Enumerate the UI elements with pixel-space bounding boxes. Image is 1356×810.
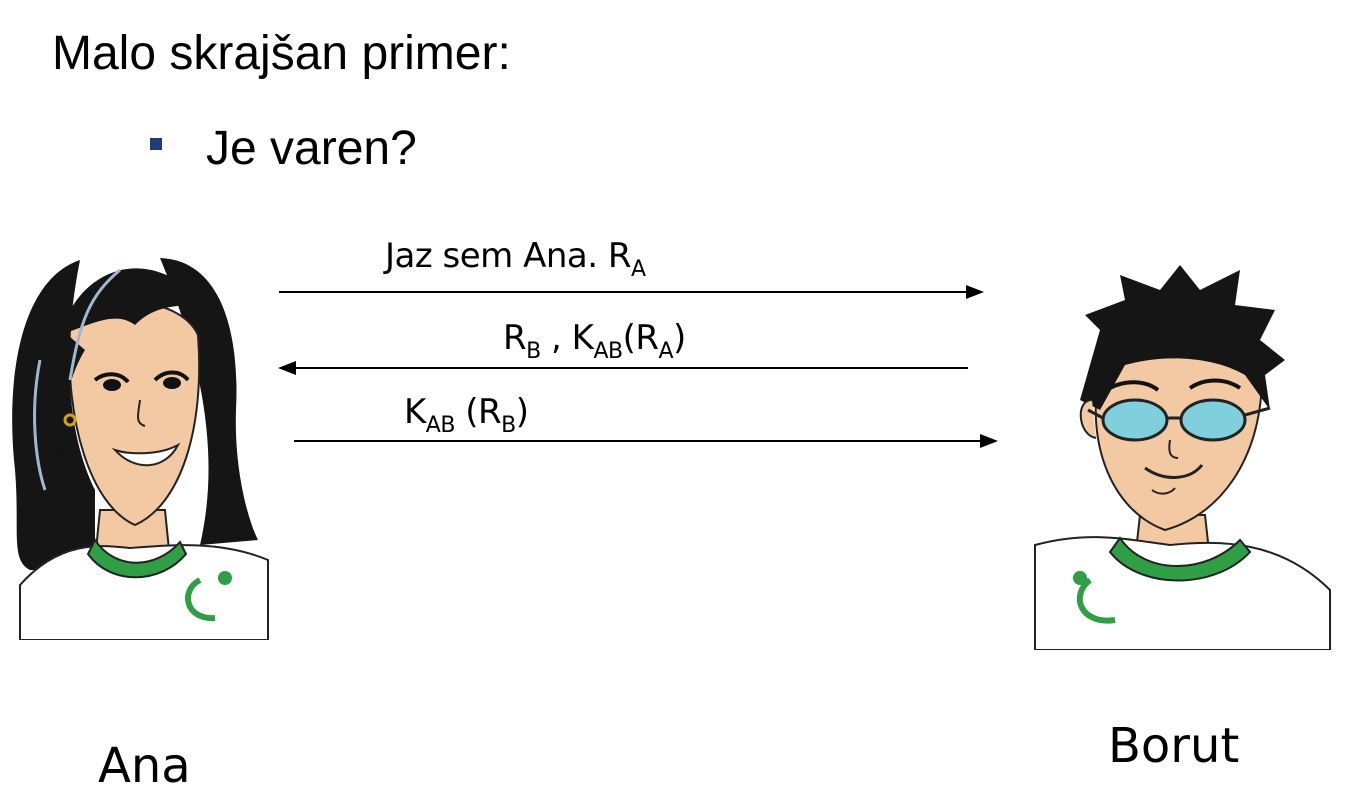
message-text-part: , K [540, 318, 594, 358]
message-3-arrow [294, 434, 998, 448]
message-2-label: RB , KAB(RA) [503, 318, 686, 363]
message-text-part: (R [622, 318, 659, 358]
message-subscript: B [526, 339, 541, 364]
slide-title: Malo skrajšan primer: [52, 27, 511, 80]
message-subscript: B [501, 413, 516, 438]
message-2-arrow [278, 361, 968, 375]
message-subscript: AB [425, 413, 456, 438]
message-subscript: A [630, 257, 646, 282]
message-subscript: A [658, 339, 674, 364]
ana-avatar [12, 258, 269, 640]
message-1-arrow [279, 285, 984, 299]
message-text-part: K [404, 392, 426, 432]
borut-avatar [1034, 265, 1331, 650]
message-text-part: Jaz sem Ana. R [385, 236, 631, 276]
bullet-text: Je varen? [206, 122, 417, 175]
message-text-part: (R [454, 392, 502, 432]
bullet-square-icon [150, 138, 162, 150]
message-1-label: Jaz sem Ana. RA [385, 236, 646, 281]
message-text-part: ) [673, 318, 686, 358]
message-text-part: R [503, 318, 527, 358]
party-left-name: Ana [98, 738, 191, 794]
message-subscript: AB [593, 339, 623, 364]
party-right-name: Borut [1108, 718, 1240, 774]
message-text-part: ) [515, 392, 529, 432]
message-3-label: KAB (RB) [404, 392, 529, 437]
